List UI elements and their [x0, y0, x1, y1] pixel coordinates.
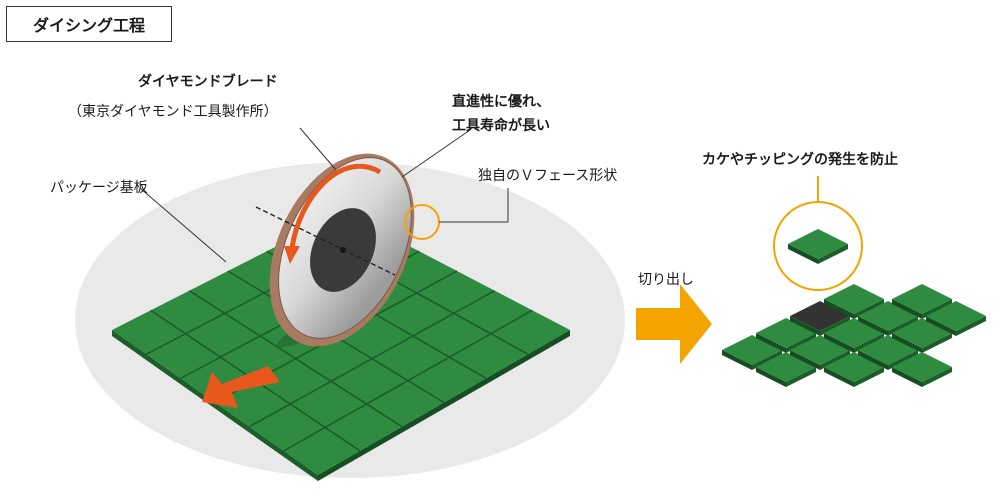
chip — [892, 333, 922, 353]
chip — [756, 367, 786, 387]
blade-name-label: ダイヤモンドブレード — [138, 74, 278, 90]
rotation-arrowhead — [284, 246, 300, 264]
chip — [892, 284, 952, 314]
grid-line — [283, 309, 533, 452]
substrate-label: パッケージ基板 — [50, 180, 148, 196]
blade-leader — [299, 127, 337, 171]
chip — [752, 350, 782, 370]
chip — [922, 299, 952, 319]
chip — [922, 367, 952, 387]
down-left-arrow-icon — [202, 366, 280, 408]
chip — [824, 333, 854, 353]
chip — [892, 299, 922, 319]
chip — [854, 367, 884, 387]
substrate-side-right — [318, 330, 570, 481]
substrate-side — [112, 330, 318, 481]
chip — [892, 352, 952, 382]
chip — [926, 316, 956, 336]
highlighted-chip — [788, 244, 818, 264]
feature-leader — [401, 129, 471, 178]
highlighted-chip — [818, 244, 848, 264]
chipping-chip — [790, 316, 820, 336]
feature-line1-label: 直進性に優れ、 — [452, 94, 551, 110]
chip — [790, 350, 820, 370]
chip — [824, 284, 884, 314]
v-face-label: 独自のＶフェース形状 — [478, 168, 618, 184]
chip — [786, 367, 816, 387]
chip — [786, 333, 816, 353]
chip — [858, 350, 888, 370]
chip — [888, 316, 918, 336]
chip — [824, 367, 854, 387]
chip — [820, 350, 850, 370]
chip — [956, 316, 986, 336]
chip — [854, 299, 884, 319]
chipping-chip — [820, 316, 850, 336]
substrate-leader — [139, 187, 227, 263]
highlighted-chip — [788, 229, 848, 259]
title-box: ダイシング工程 — [6, 6, 172, 42]
blade-maker-label: （東京ダイヤモンド工具製作所） — [68, 104, 278, 120]
blade-axis — [255, 206, 396, 276]
substrate-top — [112, 212, 570, 475]
chip — [922, 333, 952, 353]
prevent-chipping-label: カケやチッピングの発生を防止 — [702, 152, 898, 168]
right-arrow-icon — [636, 284, 712, 364]
feature-line2-label: 工具寿命が長い — [452, 118, 550, 134]
page-title: ダイシング工程 — [32, 16, 145, 35]
chip — [854, 333, 884, 353]
chip — [824, 299, 854, 319]
chip — [926, 301, 986, 331]
cut-out-label: 切り出し — [638, 272, 694, 288]
rotation-arrow-icon — [289, 163, 382, 249]
chip — [892, 367, 922, 387]
chip — [888, 350, 918, 370]
chip — [858, 316, 888, 336]
chip — [756, 333, 786, 353]
chip — [722, 350, 752, 370]
separated-chips — [722, 229, 986, 387]
